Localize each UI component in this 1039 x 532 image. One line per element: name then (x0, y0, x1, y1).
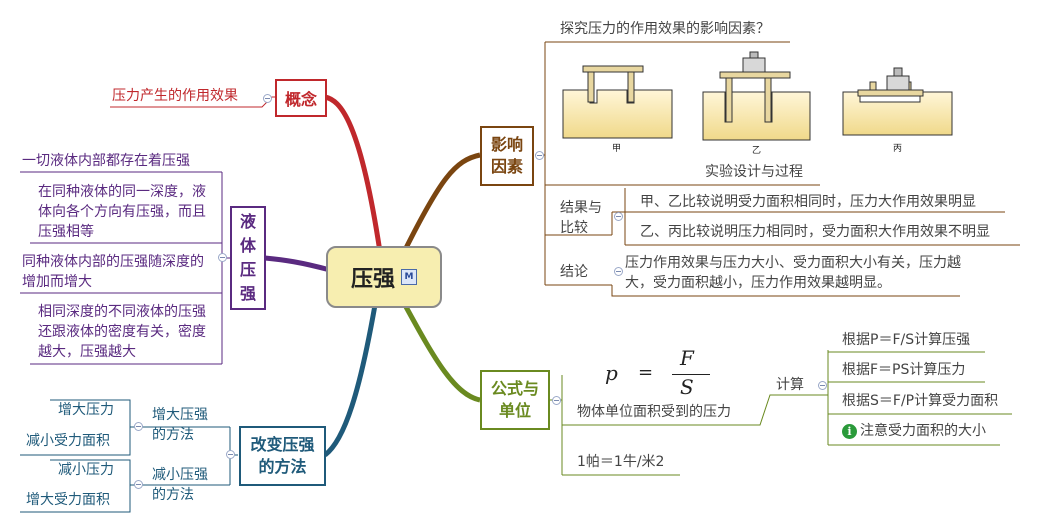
branch-change (323, 304, 378, 457)
experiment-caption: 实验设计与过程 (705, 164, 803, 180)
formula-definition: 物体单位面积受到的压力 (577, 404, 731, 420)
collapse-toggle[interactable] (263, 94, 272, 103)
concept-label: 概念 (284, 90, 317, 109)
change-item: 减小压力 (58, 462, 114, 478)
collapse-toggle[interactable] (226, 450, 235, 459)
collapse-toggle[interactable] (614, 267, 623, 276)
factors-question: 探究压力的作用效果的影响因素？ (560, 21, 770, 37)
liquid-item: 在同种液体的同一深度，液体向各个方向有压强，而且压强相等 (38, 184, 206, 240)
panel-label: 丙 (893, 144, 903, 154)
result-item: 乙、丙比较说明压力相同时，受力面积大作用效果不明显 (640, 224, 990, 240)
liquid-item: 相同深度的不同液体的压强还跟液体的密度有关，密度越大，压强越大 (38, 304, 206, 360)
liquid-label-char: 强 (239, 284, 256, 303)
change-item: 增大受力面积 (26, 492, 110, 508)
concept-leaf: 压力产生的作用效果 (112, 88, 238, 104)
calc-item: 根据S＝F/P计算受力面积 (842, 393, 999, 409)
formula-denominator: S (680, 375, 694, 399)
calc-label: 计算 (776, 377, 804, 393)
formula-numerator: F (680, 346, 694, 370)
liquid-label-char: 压 (239, 260, 256, 279)
formula-unit: 1帕＝1牛/米2 (577, 454, 665, 470)
branch-factors (402, 152, 481, 252)
formula-equals: = (638, 362, 654, 383)
liquid-label-char: 液 (239, 212, 256, 231)
branch-formula (402, 303, 481, 403)
collapse-toggle[interactable] (134, 480, 143, 489)
collapse-toggle[interactable] (535, 151, 544, 160)
conclusion-label: 结论 (560, 264, 588, 280)
panel-label: 乙 (752, 146, 762, 156)
factors-node[interactable]: 影响因素 (480, 126, 534, 186)
calc-note: 注意受力面积的大小 (860, 423, 986, 439)
factors-label: 影响因素 (490, 135, 523, 176)
collapse-toggle[interactable] (614, 212, 623, 221)
mindmap-badge-icon: M (401, 269, 417, 285)
change-item: 增大压力 (58, 402, 114, 418)
root-label: 压强 (350, 267, 395, 292)
liquid-label-char: 体 (239, 236, 256, 255)
conclusion-text: 压力作用效果与压力大小、受力面积大小有关，压力越大，受力面积越小，压力作用效果越… (625, 255, 961, 291)
formula-label: 公式与单位 (490, 379, 539, 420)
collapse-toggle[interactable] (134, 422, 143, 431)
change-group-label: 减小压强的方法 (152, 467, 208, 503)
formula-node[interactable]: 公式与单位 (480, 370, 550, 430)
collapse-toggle[interactable] (218, 253, 227, 262)
panel-label: 甲 (612, 144, 622, 154)
concept-node[interactable]: 概念 (275, 79, 327, 117)
collapse-toggle[interactable] (818, 381, 827, 390)
calc-item: 根据P＝F/S计算压强 (842, 332, 971, 348)
result-label: 结果与比较 (560, 200, 602, 236)
formula-p: p (605, 361, 618, 385)
change-label: 改变压强的方法 (250, 435, 315, 476)
calc-item: 根据F＝PS计算压力 (842, 362, 966, 378)
liquid-item: 同种液体内部的压强随深度的增加而增大 (22, 254, 204, 290)
root-node[interactable]: 压强 M (326, 246, 442, 308)
branch-liquid (264, 255, 331, 273)
branch-concept (324, 94, 383, 253)
change-node[interactable]: 改变压强的方法 (239, 426, 326, 486)
change-item: 减小受力面积 (26, 433, 110, 449)
liquid-node[interactable]: 液 体 压 强 (230, 206, 266, 310)
liquid-item: 一切液体内部都存在着压强 (22, 153, 190, 169)
change-group-label: 增大压强的方法 (152, 407, 208, 443)
result-item: 甲、乙比较说明受力面积相同时，压力大作用效果明显 (640, 194, 976, 210)
collapse-toggle[interactable] (552, 396, 561, 405)
fraction-bar (672, 374, 710, 375)
info-icon: i (842, 424, 857, 439)
